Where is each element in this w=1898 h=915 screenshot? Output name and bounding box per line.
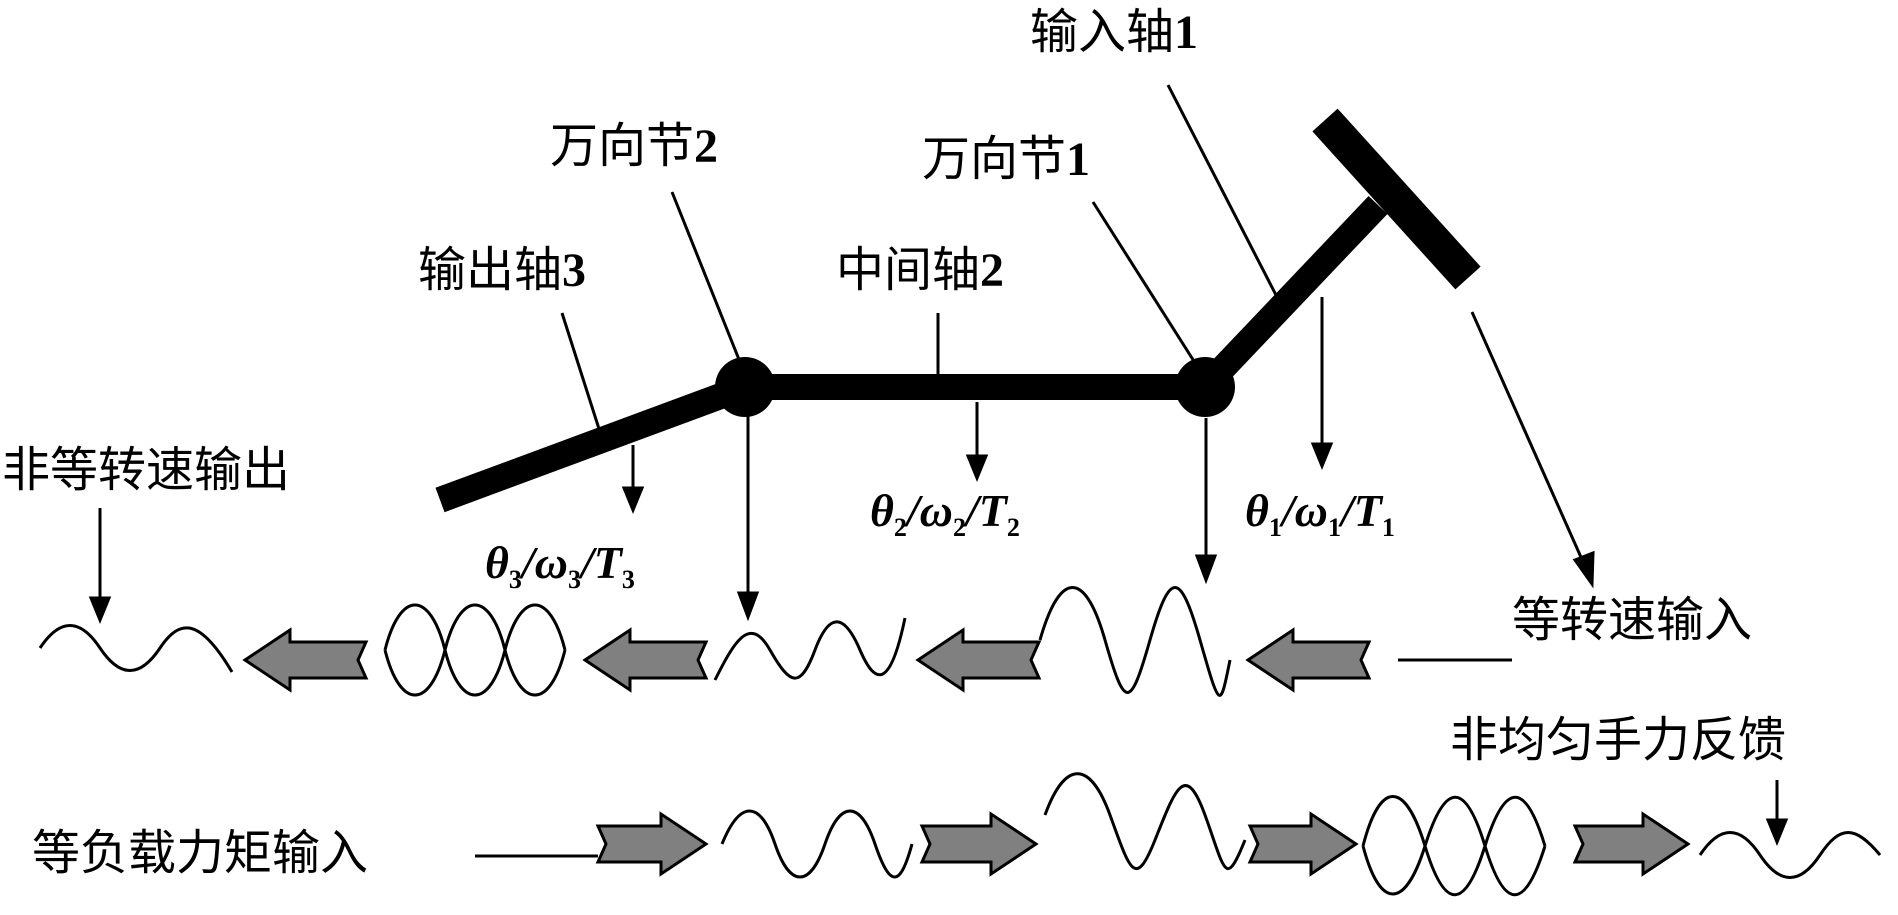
label-ujoint-1-num: 1 — [1066, 133, 1091, 186]
label-equal-torque-input: 等负载力矩输入 — [32, 825, 369, 881]
label-middle-shaft: 中间轴2 — [836, 246, 1004, 295]
waves-top — [38, 586, 1232, 697]
label-input-shaft: 输入轴1 — [1030, 8, 1198, 57]
gray-arrows-left — [242, 627, 1372, 693]
gray-arrow-right-2 — [919, 811, 1039, 877]
gray-arrow-right-1 — [595, 811, 709, 877]
torque-1: T — [1353, 485, 1382, 536]
input-handle — [1312, 108, 1481, 290]
omega-3: ω — [534, 537, 568, 588]
torque-1-sub: 1 — [1381, 513, 1395, 543]
gray-arrow-right-3 — [1247, 811, 1359, 877]
wave-torque-large — [1043, 772, 1247, 871]
label-middle-shaft-num: 2 — [980, 244, 1005, 297]
math-label-3: θ3/ω3/T3 — [485, 540, 635, 593]
wave-output-double-1 — [383, 603, 567, 697]
theta-1: θ — [1245, 485, 1269, 536]
leader-ujoint-2 — [670, 191, 742, 363]
theta-2: θ — [870, 485, 894, 536]
math-label-2: θ2/ω2/T2 — [870, 488, 1020, 541]
omega-2-sub: 2 — [952, 513, 966, 543]
wave-input-large — [1038, 586, 1232, 697]
label-ujoint-2-num: 2 — [694, 120, 719, 173]
gray-arrow-left-3 — [915, 627, 1042, 693]
leader-lines — [560, 84, 1279, 433]
wave-torque-double-2 — [1361, 795, 1547, 897]
wave-output-double-2 — [383, 603, 567, 697]
omega-1-sub: 1 — [1327, 513, 1341, 543]
theta-2-sub: 2 — [893, 513, 907, 543]
mechanism — [435, 108, 1481, 513]
arrow-down-joint1-wave — [1194, 554, 1218, 585]
label-ujoint-2-text: 万向节 — [550, 118, 695, 174]
label-middle-shaft-text: 中间轴 — [836, 242, 981, 298]
arrow-down-nonconst-output — [88, 596, 112, 624]
quantity-arrows — [88, 297, 1789, 846]
slash: / — [521, 537, 535, 588]
omega-1: ω — [1294, 485, 1328, 536]
torque-3: T — [593, 537, 622, 588]
leader-input-shaft — [1166, 84, 1279, 298]
input-shaft — [1195, 196, 1388, 396]
arrow-down-m1 — [1310, 442, 1334, 470]
arrow-const-input-head — [1572, 550, 1595, 589]
slash: / — [580, 537, 594, 588]
universal-joint-2 — [715, 357, 775, 417]
label-ujoint-1-text: 万向节 — [922, 131, 1067, 187]
slash: / — [1340, 485, 1354, 536]
theta-3-sub: 3 — [508, 565, 522, 595]
gray-arrows-right — [595, 811, 1691, 877]
waves-bottom — [720, 772, 1882, 897]
slash: / — [906, 485, 920, 536]
gray-arrow-left-2 — [582, 627, 709, 693]
arrow-down-m2 — [965, 454, 989, 482]
omega-3-sub: 3 — [567, 565, 581, 595]
label-nonconst-output: 非等转速输出 — [2, 442, 291, 498]
universal-joint-1 — [1175, 357, 1235, 417]
label-output-shaft-num: 3 — [562, 244, 587, 297]
gray-arrow-left-4 — [1245, 627, 1372, 693]
arrow-down-feedback — [1765, 818, 1789, 846]
wave-torque-medium — [720, 809, 914, 879]
wave-feedback-small — [1698, 831, 1882, 879]
omega-2: ω — [919, 485, 953, 536]
leader-const-input — [1470, 311, 1586, 565]
label-output-shaft-text: 输出轴 — [418, 242, 563, 298]
slash: / — [1281, 485, 1295, 536]
theta-1-sub: 1 — [1268, 513, 1282, 543]
output-shaft — [435, 374, 750, 513]
gray-arrow-right-4 — [1572, 811, 1691, 877]
wave-torque-double-1 — [1361, 795, 1547, 897]
gray-arrow-left-1 — [242, 627, 369, 693]
label-output-shaft: 输出轴3 — [418, 246, 586, 295]
label-input-shaft-num: 1 — [1174, 6, 1199, 59]
arrow-down-m3 — [621, 486, 645, 514]
wave-middle-medium — [713, 617, 907, 681]
torque-3-sub: 3 — [621, 565, 635, 595]
label-ujoint-1: 万向节1 — [922, 135, 1090, 184]
leader-output-shaft — [560, 312, 602, 433]
arrow-down-joint2-wave — [736, 591, 760, 622]
label-const-input: 等转速输入 — [1512, 592, 1753, 648]
leader-ujoint-1 — [1091, 201, 1199, 367]
math-label-1: θ1/ω1/T1 — [1245, 488, 1395, 541]
label-ujoint-2: 万向节2 — [550, 122, 718, 171]
torque-2-sub: 2 — [1006, 513, 1020, 543]
theta-3: θ — [485, 537, 509, 588]
label-input-shaft-text: 输入轴 — [1030, 4, 1175, 60]
torque-2: T — [978, 485, 1007, 536]
slash: / — [965, 485, 979, 536]
label-nonuniform-feedback: 非均匀手力反馈 — [1450, 712, 1787, 768]
wave-output-small — [38, 624, 234, 673]
